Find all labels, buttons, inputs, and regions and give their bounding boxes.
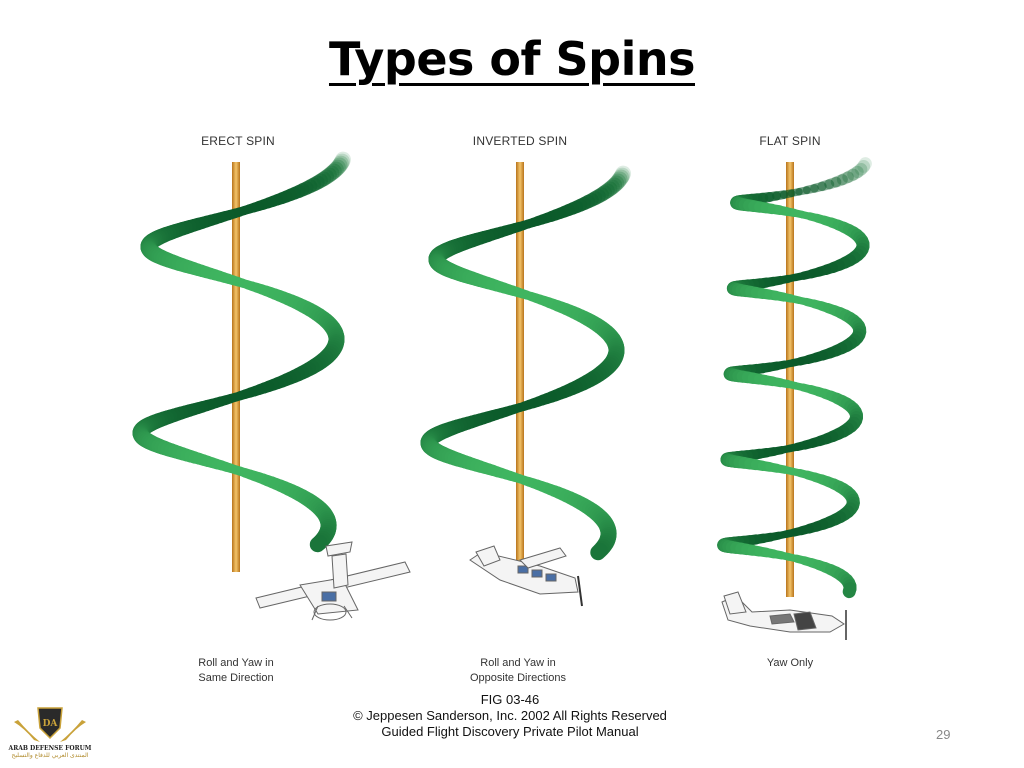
inverted-ribbon-segment [613,167,631,186]
inverted-spin-label: INVERTED SPIN [472,134,568,148]
flat-spin-airplane [721,591,847,640]
inverted-spin-axis [516,162,524,567]
erect-spin-airplane [255,541,411,621]
inverted-ribbon-segment [611,169,629,188]
arab-defense-forum-logo: DA [14,707,86,742]
erect-spin-ribbon [132,151,351,553]
figure-credits: FIG 03-46 © Jeppesen Sanderson, Inc. 200… [300,692,720,740]
erect-ribbon-segment [330,157,348,176]
inverted-spin-airplane [469,545,583,607]
erect-ribbon-segment [332,153,351,172]
flat-spin-axis [786,162,794,597]
flat-ribbon-segment [851,162,868,179]
inverted-spin-caption: Roll and Yaw in Opposite Directions [418,656,618,686]
logo-initials: DA [43,719,59,729]
flat-ribbon-segment [836,171,854,186]
inverted-ribbon-segment [606,175,625,193]
inverted-ribbon-segment [590,542,608,561]
inverted-ribbon-segment [610,171,628,190]
erect-spin-label: ERECT SPIN [201,134,275,148]
inverted-ribbon-segment [614,165,632,184]
flat-ribbon-segment [842,168,860,184]
flat-ribbon-segment [842,582,857,599]
flat-caption-line-1: Yaw Only [766,657,814,669]
flat-ribbon-segment [830,174,848,188]
erect-ribbon-segment [331,155,349,174]
figure-id: FIG 03-46 [480,692,540,707]
logo-text: ARAB DEFENSE FORUM المنتدى العربي للدفاع… [2,745,98,759]
slide-number: 29 [936,727,951,742]
flat-spin-caption: Yaw Only [690,656,890,671]
inverted-spin-ribbon [420,165,632,561]
inverted-ribbon-segment [608,173,627,191]
erect-caption-line-2: Same Direction [198,672,274,684]
figure-copyright: © Jeppesen Sanderson, Inc. 2002 All Righ… [353,708,667,723]
erect-ribbon-segment [326,161,344,179]
figure-source: Guided Flight Discovery Private Pilot Ma… [381,724,639,739]
erect-caption-line-1: Roll and Yaw in [198,657,274,669]
flat-spin-label: FLAT SPIN [759,134,821,148]
erect-spin-caption: Roll and Yaw in Same Direction [136,656,336,686]
inverted-caption-line-2: Opposite Directions [470,672,566,684]
flat-spin-ribbon [717,157,872,599]
logo-name-arabic: المنتدى العربي للدفاع والتسليح [11,752,89,759]
erect-ribbon-segment [334,151,351,170]
flat-ribbon-segment [857,157,872,173]
erect-spin-axis [232,162,240,572]
flat-ribbon-segment [847,165,864,181]
flat-ribbon-segment [824,176,842,190]
logo-name: ARAB DEFENSE FORUM [8,745,92,752]
erect-ribbon-segment [328,159,346,178]
slide-title: Types of Spins [328,32,696,86]
inverted-caption-line-1: Roll and Yaw in [480,657,556,669]
erect-ribbon-segment [309,534,328,553]
flat-ribbon-segment [854,159,871,176]
